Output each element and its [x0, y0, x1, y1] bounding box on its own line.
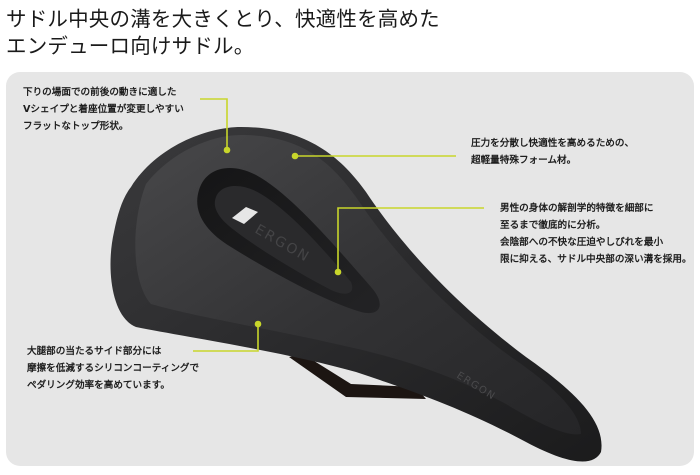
callout-line: 限に抑える、サドル中央部の深い溝を採用。 [500, 254, 692, 265]
callout-anatomical-channel: 男性の身体の解剖学的特徴を細部に 至るまで徹底的に分析。 会陰部への不快な圧迫や… [500, 200, 692, 268]
marker-dot-channel [334, 268, 342, 276]
marker-dot-top [223, 146, 231, 154]
callout-line: 摩擦を低減するシリコンコーティングで [27, 363, 200, 374]
product-feature-panel: ERGON ERGON 下りの場面での前後の動きに適した Vシェイプと着座位置が… [6, 72, 694, 466]
headline-line-2: エンデューロ向けサドル。 [6, 34, 255, 58]
saddle-illustration: ERGON ERGON [110, 98, 602, 462]
leader-line-middle-right [337, 207, 484, 270]
callout-foam-material: 圧力を分散し快適性を高めるための、 超軽量特殊フォーム材。 [471, 135, 634, 169]
callout-line: 会陰部への不快な圧迫やしびれを最小 [500, 237, 664, 248]
callout-line: 下りの場面での前後の動きに適した [23, 87, 177, 98]
saddle-rail [289, 354, 426, 399]
marker-dot-side [254, 320, 262, 328]
callout-line: フラットなトップ形状。 [23, 121, 129, 132]
leader-line-top-left [200, 98, 228, 148]
marker-dot-foam [291, 152, 299, 160]
callout-line: 至るまで徹底的に分析。 [500, 220, 606, 231]
callout-line: 男性の身体の解剖学的特徴を細部に [500, 203, 654, 214]
headline-line-1: サドル中央の溝を大きくとり、快適性を高めた [6, 7, 440, 31]
callout-line: 大腿部の当たるサイド部分には [27, 346, 162, 357]
callout-silicone-coating: 大腿部の当たるサイド部分には 摩擦を低減するシリコンコーティングで ペダリング効… [27, 343, 199, 394]
callout-line: Vシェイプと着座位置が変更しやすい [23, 104, 184, 115]
callout-line: 超軽量特殊フォーム材。 [471, 155, 577, 166]
callout-line: 圧力を分散し快適性を高めるための、 [471, 138, 635, 149]
callout-line: ペダリング効率を高めています。 [27, 380, 170, 391]
headline: サドル中央の溝を大きくとり、快適性を高めた エンデューロ向けサドル。 [6, 6, 440, 60]
callout-flat-top-shape: 下りの場面での前後の動きに適した Vシェイプと着座位置が変更しやすい フラットな… [23, 84, 184, 135]
channel-cutout [232, 207, 258, 224]
leader-line-bottom-left [193, 326, 259, 352]
